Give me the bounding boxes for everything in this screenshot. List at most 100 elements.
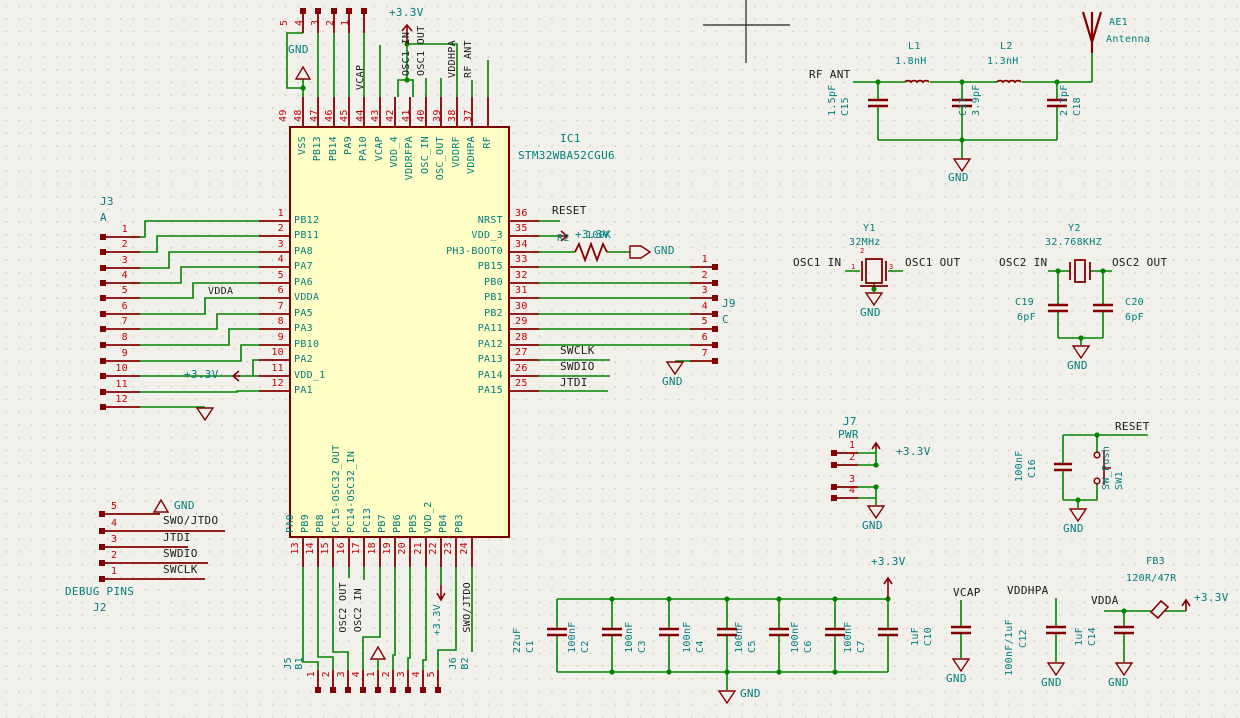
gnd-label: GND xyxy=(946,672,967,685)
power-label: +3.3V xyxy=(1194,591,1229,604)
connector-ref: J3 xyxy=(100,195,114,208)
net-label: VCAP xyxy=(953,586,981,599)
global-label: GND xyxy=(654,244,675,257)
pin-number: 5 xyxy=(426,671,437,678)
connector-value: B1 xyxy=(294,657,305,670)
pin-number: 5 xyxy=(279,19,290,26)
switch-ref: SW1 xyxy=(1114,471,1125,490)
inductor-l1-symbol[interactable] xyxy=(904,79,930,84)
cap-ref: C12 xyxy=(1018,629,1029,648)
pin-number: 23 xyxy=(443,542,454,555)
pin-number: 1 xyxy=(366,671,377,678)
crystal-ref: Y1 xyxy=(863,223,876,234)
net-label: OSC2 IN xyxy=(353,588,364,633)
net-label: OSC1 OUT xyxy=(416,25,427,76)
ferrite-bead-symbol[interactable] xyxy=(1149,599,1170,620)
pin-number: 36 xyxy=(515,208,528,219)
crystal-value: 32MHz xyxy=(849,237,881,248)
pin-number: 4 xyxy=(351,671,362,678)
gnd-label: GND xyxy=(862,519,883,532)
pin-number: 8 xyxy=(121,332,128,343)
cap-ref: C7 xyxy=(856,640,867,653)
pin-number: 6 xyxy=(277,285,284,296)
gnd-label: GND xyxy=(740,687,761,700)
pin-name: PA1 xyxy=(294,385,313,396)
pin-name: PB15 xyxy=(477,261,503,272)
pin-name: VDDRFPA xyxy=(404,136,415,181)
pin-number: 34 xyxy=(515,239,528,250)
power-label: +3.3V xyxy=(871,555,906,568)
pin-number: 4 xyxy=(294,19,305,26)
pin-number: 3 xyxy=(111,534,118,545)
pin-name: PH3-BOOT0 xyxy=(446,246,503,257)
gnd-symbols xyxy=(152,65,1134,705)
pin-name: PB14 xyxy=(328,136,339,162)
pin-name: OSC_IN xyxy=(420,136,431,174)
pin-number: 19 xyxy=(382,542,393,555)
pin-number: 27 xyxy=(515,347,528,358)
pin-number: 4 xyxy=(121,270,128,281)
net-label: VDDHPA xyxy=(1007,584,1049,597)
cap-value: 1uF xyxy=(1074,627,1085,646)
pin-number: 9 xyxy=(277,332,284,343)
inductor-ref: L2 xyxy=(1000,41,1013,52)
ferrite-value: 120R/47R xyxy=(1126,573,1177,584)
cap-value: 100nF xyxy=(734,621,745,653)
pin-number: 1 xyxy=(121,224,128,235)
pin-number: 6 xyxy=(121,301,128,312)
pin-name: PA14 xyxy=(477,370,503,381)
cap-value: 100nF xyxy=(1014,450,1025,482)
pin-name: VCAP xyxy=(374,136,385,162)
net-label: SWDIO xyxy=(163,547,198,560)
pin-name: VDDRF xyxy=(451,136,462,168)
pin-name: PB4 xyxy=(438,514,449,533)
inductor-l2-symbol[interactable] xyxy=(996,79,1022,84)
power-label: +3.3V xyxy=(389,6,424,19)
resistor-symbol[interactable] xyxy=(574,241,608,263)
pin-number: 3 xyxy=(396,671,407,678)
antenna-ref: AE1 xyxy=(1109,17,1128,28)
gnd-label: GND xyxy=(1108,676,1129,689)
cap-value: 1uF xyxy=(910,627,921,646)
push-button-symbol[interactable] xyxy=(1093,451,1111,485)
pin-name: PC13 xyxy=(362,507,373,533)
power-label: +3.3V xyxy=(184,368,219,381)
pin-number: 24 xyxy=(459,542,470,555)
cap-ref: C4 xyxy=(695,640,706,653)
pin-name: PB1 xyxy=(484,292,503,303)
power-label: +3.3V xyxy=(432,604,443,636)
inductor-value: 1.3nH xyxy=(987,56,1019,67)
cap-value: 6pF xyxy=(1017,312,1036,323)
pin-name: PB11 xyxy=(294,230,320,241)
net-label: OSC1 IN xyxy=(401,31,412,76)
net-label: OSC2 IN xyxy=(999,256,1048,269)
pin-number: 28 xyxy=(515,332,528,343)
net-label: OSC1 IN xyxy=(793,256,842,269)
cap-ref: C19 xyxy=(1015,297,1034,308)
pin-name: PA15 xyxy=(477,385,503,396)
pin-number: 21 xyxy=(413,542,424,555)
connector-ref: J9 xyxy=(722,297,736,310)
pin-name: PA3 xyxy=(294,323,313,334)
pin-number: 46 xyxy=(324,109,335,122)
pin-number: 41 xyxy=(401,109,412,122)
net-label: OSC2 OUT xyxy=(1112,256,1168,269)
pin-name: RF xyxy=(482,136,493,149)
crystal-y1-symbol[interactable] xyxy=(860,258,888,287)
pin-name: PB10 xyxy=(294,339,320,350)
pin-name: PB6 xyxy=(392,514,403,533)
pin-number: 7 xyxy=(277,301,284,312)
pin-number: 3 xyxy=(121,255,128,266)
pin-name: PB3 xyxy=(454,514,465,533)
antenna-symbol[interactable] xyxy=(1081,11,1103,53)
pin-name: VDD_3 xyxy=(471,230,503,241)
net-label: JTDI xyxy=(163,531,191,544)
ic-body[interactable] xyxy=(289,126,510,538)
crystal-y2-symbol[interactable] xyxy=(1069,259,1091,283)
pin-number: 42 xyxy=(385,109,396,122)
cap-value: 100nF/1uF xyxy=(1004,619,1015,676)
pin-stubs xyxy=(105,14,858,687)
net-label: SWDIO xyxy=(560,360,595,373)
inductor-value: 1.8nH xyxy=(895,56,927,67)
